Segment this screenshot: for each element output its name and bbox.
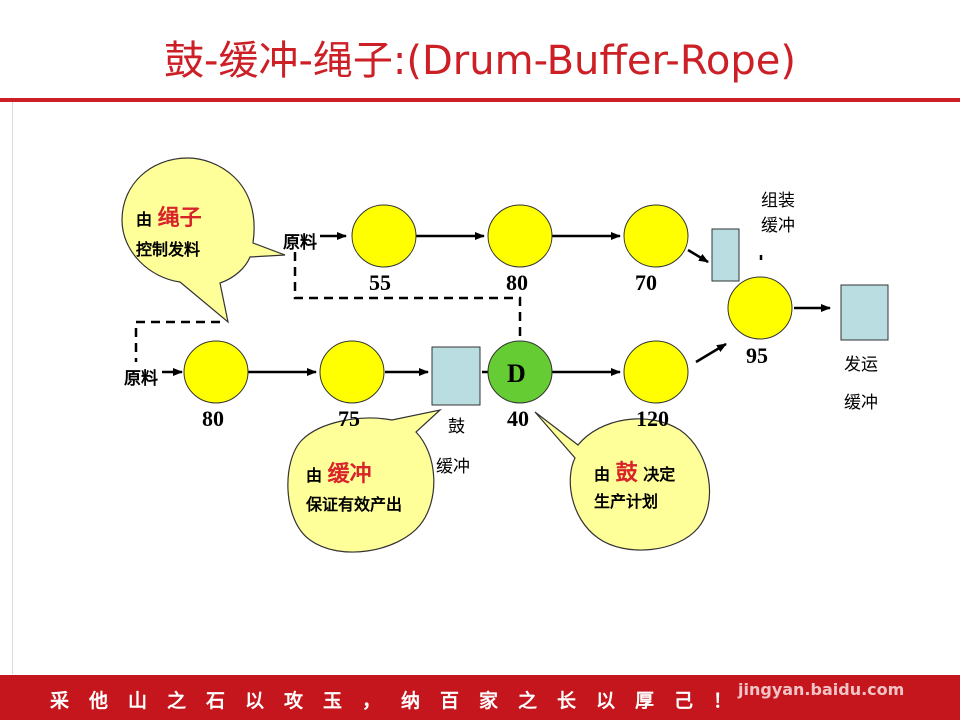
arrow-top-3-assembly — [687, 248, 709, 264]
assembly-buffer-label-2: 缓冲 — [761, 216, 795, 236]
callout-rope-line2: 控制发料 — [136, 240, 201, 259]
node-drum-value: 40 — [507, 406, 529, 431]
node-bot-2-value: 75 — [338, 406, 360, 431]
watermark-url: jingyan.baidu.com — [738, 680, 905, 699]
node-merge — [727, 276, 793, 340]
node-drum — [487, 340, 553, 404]
callout-rope-bubble — [121, 157, 286, 324]
drum-buffer-box — [431, 346, 481, 406]
callout-buffer-line1: 由 缓冲 — [306, 461, 372, 487]
raw-material-bottom-label: 原料 — [124, 369, 158, 389]
watermark-brand: Baidu经验 — [735, 640, 892, 675]
node-top-2 — [487, 204, 553, 268]
callout-drum-line2: 生产计划 — [594, 492, 659, 511]
assembly-buffer-label-1: 组装 — [761, 191, 795, 211]
ship-buffer-label-2: 缓冲 — [844, 393, 878, 413]
left-margin-line — [12, 102, 13, 674]
ship-buffer-box — [840, 284, 889, 341]
node-merge-value: 95 — [746, 343, 768, 368]
drum-buffer-label-2: 缓冲 — [436, 457, 470, 477]
node-bot-2 — [319, 340, 385, 404]
title-divider — [0, 98, 960, 102]
callout-buffer-line2: 保证有效产出 — [306, 495, 403, 514]
callout-drum-bubble — [534, 411, 711, 551]
node-top-1-value: 55 — [369, 270, 391, 295]
node-bot-4 — [623, 340, 689, 404]
callout-drum-line1: 由 鼓 决定 — [594, 460, 676, 486]
assembly-buffer-box — [711, 228, 740, 282]
callout-rope-line1: 由 绳子 — [136, 205, 202, 231]
node-bot-1-value: 80 — [202, 406, 224, 431]
callout-buffer-bubble — [287, 408, 443, 553]
drum-buffer-label-1: 鼓 — [448, 417, 465, 437]
rope-dashed-lines — [134, 252, 522, 362]
raw-material-top-label: 原料 — [283, 233, 317, 253]
node-top-3 — [623, 204, 689, 268]
ship-buffer-label-1: 发运 — [844, 355, 878, 375]
node-top-1 — [351, 204, 417, 268]
page-title: 鼓-缓冲-绳子:(Drum-Buffer-Rope) — [164, 38, 796, 84]
footer-slogan: 采他山之石以攻玉，纳百家之长以厚己！ — [50, 690, 753, 712]
drum-letter: D — [507, 359, 526, 388]
arrow-bot4-merge — [695, 342, 727, 364]
node-bot-1 — [183, 340, 249, 404]
node-bot-4-value: 120 — [636, 406, 669, 431]
footer-banner: 采他山之石以攻玉，纳百家之长以厚己！ — [0, 675, 960, 720]
node-top-2-value: 80 — [506, 270, 528, 295]
node-top-3-value: 70 — [635, 270, 657, 295]
